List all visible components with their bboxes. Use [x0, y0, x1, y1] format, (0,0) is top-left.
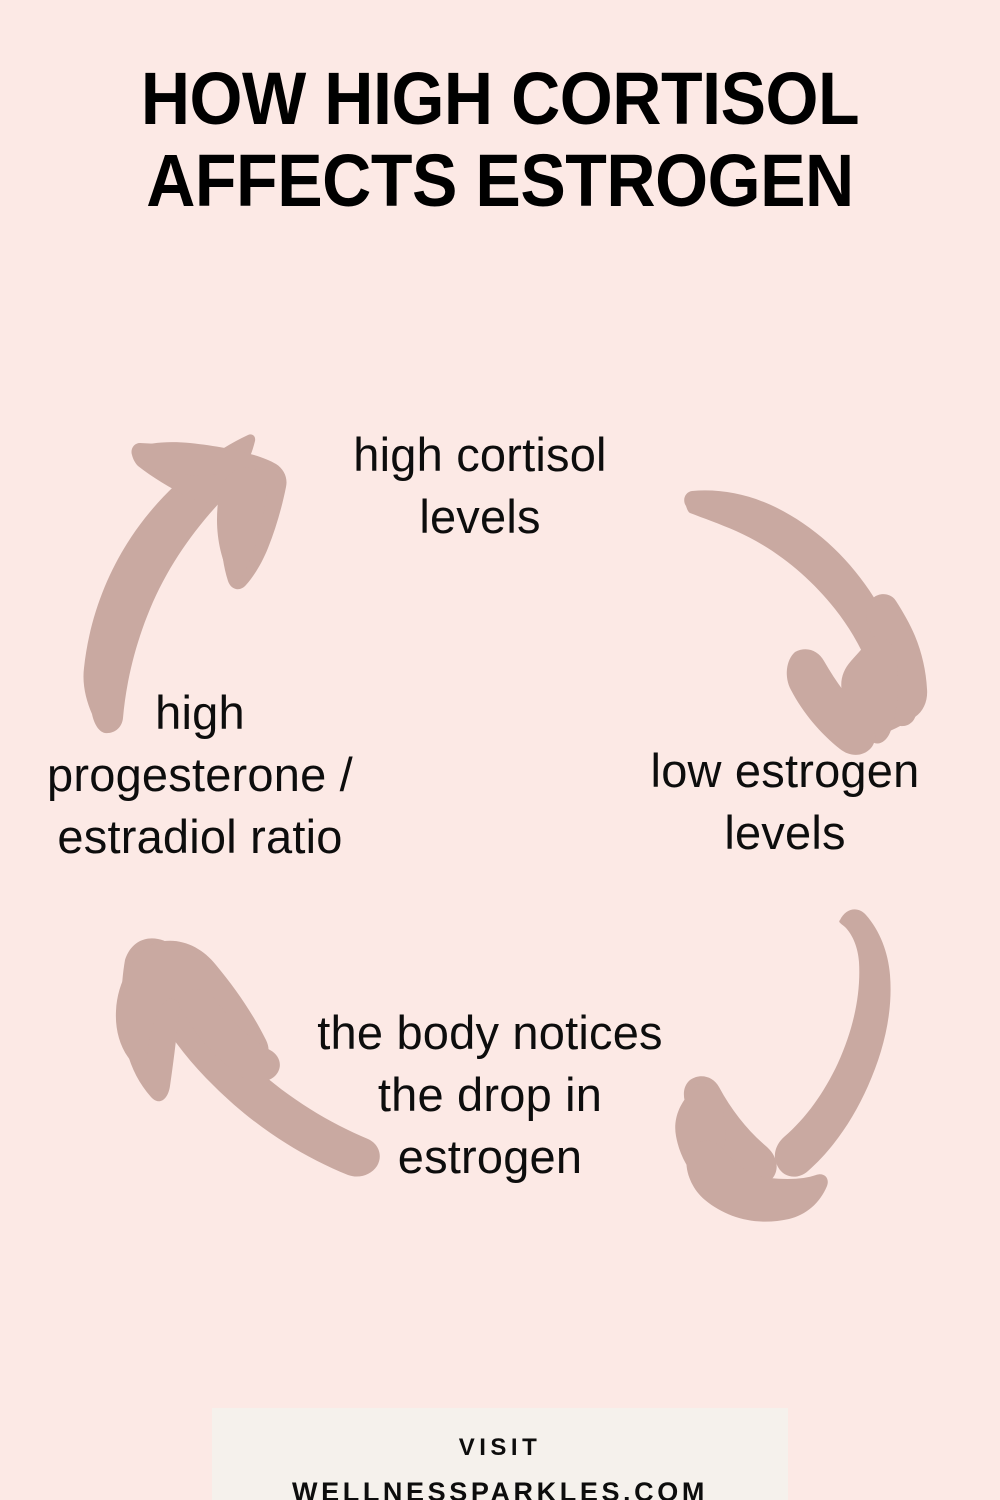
- cycle-node-line: estrogen: [397, 1130, 583, 1183]
- cycle-node-line: progesterone /: [47, 748, 353, 801]
- cycle-node-high-cortisol-levels: high cortisol levels: [250, 424, 710, 548]
- page-title-line-1: HOW HIGH CORTISOL: [140, 57, 860, 140]
- cycle-node-line: low estrogen: [650, 744, 920, 797]
- cycle-node-line: the body notices: [317, 1006, 663, 1059]
- cycle-node-line: high: [155, 686, 245, 739]
- cycle-node-line: estradiol ratio: [57, 810, 343, 863]
- footer-band: VISIT WELLNESSPARKLES.COM: [212, 1408, 788, 1500]
- cycle-node-line: high cortisol: [353, 428, 607, 481]
- cycle-node-line: levels: [724, 806, 846, 859]
- footer-visit-label: VISIT: [458, 1434, 542, 1461]
- footer-credit: VISIT WELLNESSPARKLES.COM: [212, 1408, 788, 1500]
- cycle-node-body-notices-drop: the body notices the drop in estrogen: [265, 1002, 715, 1188]
- cycle-node-low-estrogen-levels: low estrogen levels: [570, 740, 1000, 864]
- arrow-top-right-icon: [684, 490, 928, 755]
- cycle-node-line: levels: [419, 490, 541, 543]
- page-title-line-2: AFFECTS ESTROGEN: [146, 139, 854, 222]
- footer-website-url[interactable]: WELLNESSPARKLES.COM: [292, 1477, 708, 1500]
- cycle-node-high-progesterone-estradiol-ratio: high progesterone / estradiol ratio: [0, 682, 400, 868]
- cycle-node-line: the drop in: [377, 1068, 603, 1121]
- page-title: HOW HIGH CORTISOL AFFECTS ESTROGEN: [40, 58, 960, 222]
